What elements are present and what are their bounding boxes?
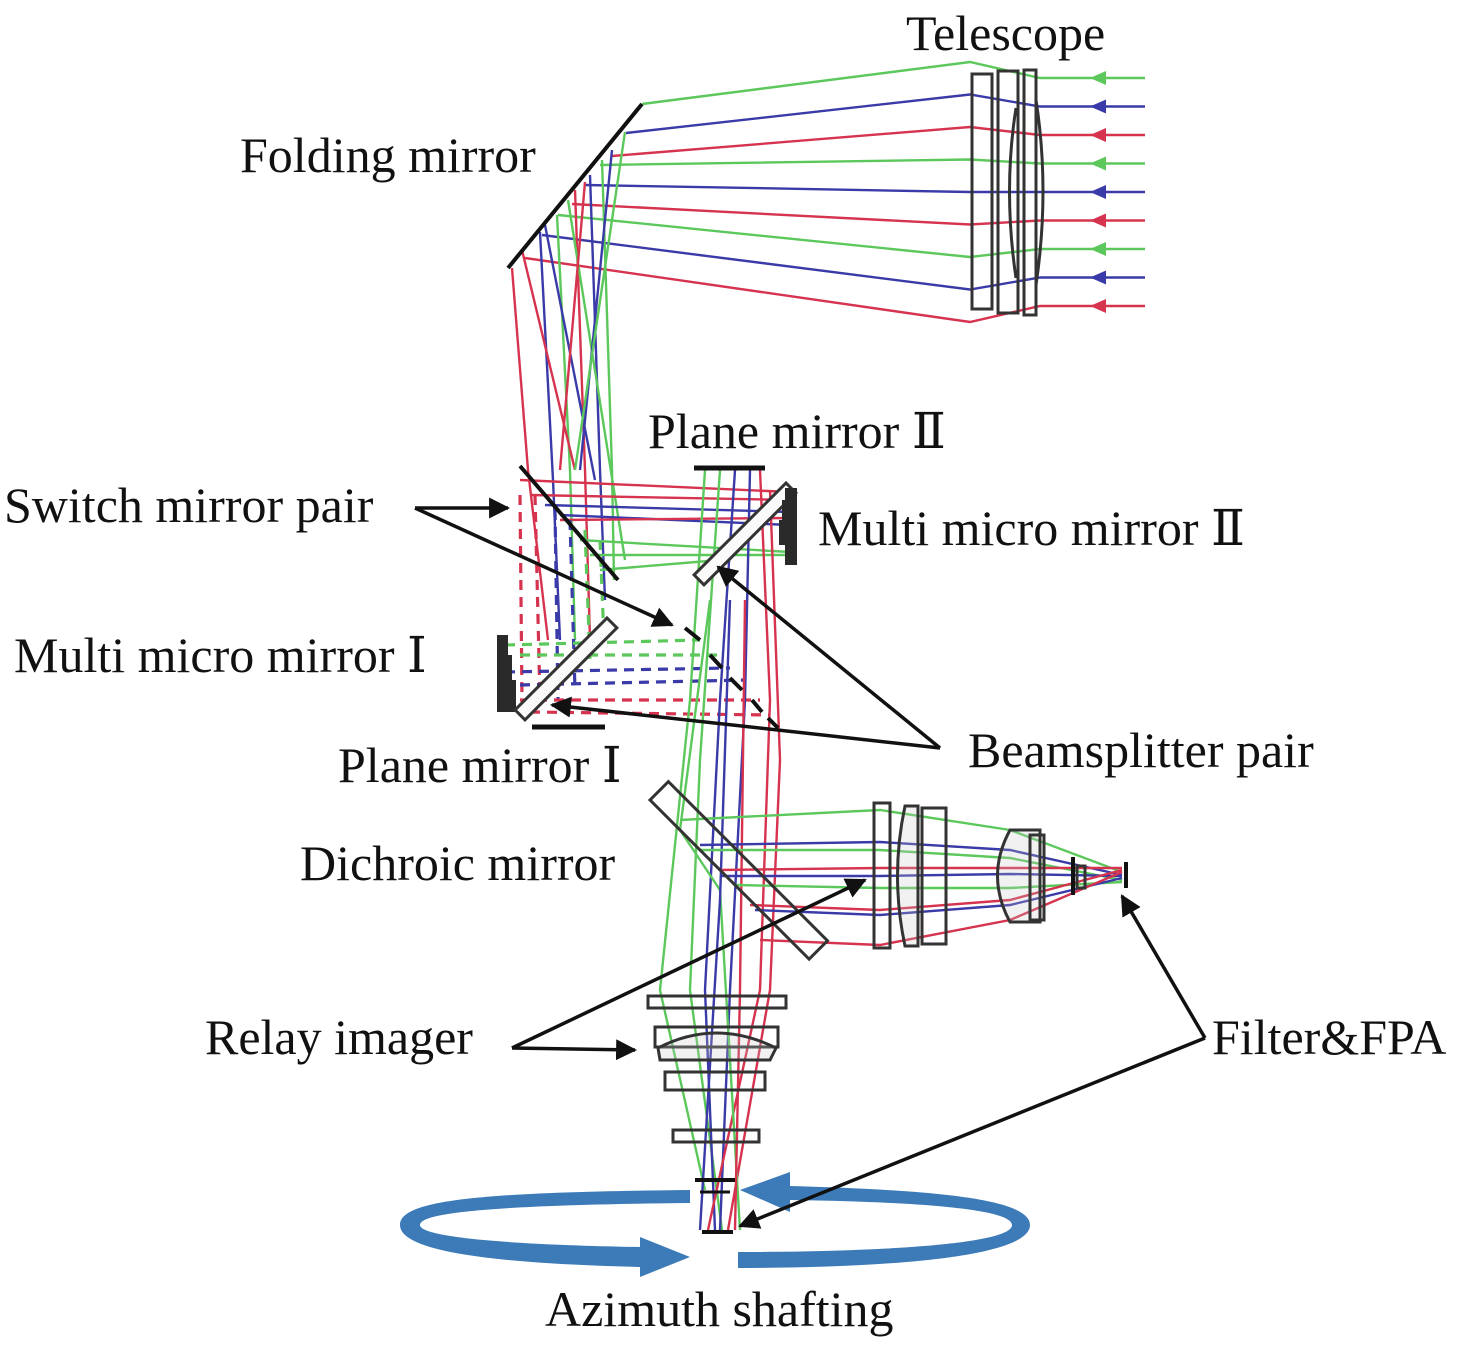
label-switch-mirror-pair: Switch mirror pair bbox=[4, 477, 374, 533]
incoming-ray-green bbox=[599, 158, 1145, 167]
label-folding-mirror: Folding mirror bbox=[240, 127, 536, 183]
folding-mirror bbox=[506, 102, 644, 270]
label-plane-mirror-1: Plane mirror Ⅰ bbox=[338, 737, 622, 793]
ray-arrowhead bbox=[1090, 128, 1106, 142]
beamsplitter-1 bbox=[512, 615, 620, 722]
descending-rays bbox=[510, 131, 627, 641]
incoming-ray-red bbox=[524, 256, 1145, 324]
fpa-branch-lenses bbox=[872, 801, 1128, 950]
incoming-ray-green bbox=[641, 60, 1145, 106]
label-filter-fpa: Filter&FPA bbox=[1212, 1009, 1446, 1065]
incoming-rays bbox=[524, 60, 1145, 324]
relay-imager-lenses bbox=[646, 994, 788, 1234]
label-beamsplitter-pair: Beamsplitter pair bbox=[968, 722, 1314, 778]
upper-horizontal-rays bbox=[519, 478, 791, 572]
incoming-ray-red bbox=[571, 202, 1145, 226]
incoming-ray-blue bbox=[625, 93, 1145, 135]
ray-arrowhead bbox=[1090, 185, 1106, 199]
ray-arrowhead bbox=[1090, 99, 1106, 114]
label-dichroic-mirror: Dichroic mirror bbox=[300, 835, 616, 891]
ray-arrowhead bbox=[1090, 156, 1106, 171]
beamsplitter-2 bbox=[691, 480, 799, 587]
label-multi-micro-mirror-1: Multi micro mirror Ⅰ bbox=[14, 627, 427, 683]
multi-micro-mirror-1 bbox=[497, 635, 516, 712]
switch-mirror-upper bbox=[518, 464, 620, 582]
ray-arrowhead bbox=[1090, 299, 1106, 313]
ray-arrowhead bbox=[1090, 270, 1106, 285]
label-azimuth-shafting: Azimuth shafting bbox=[545, 1281, 894, 1337]
pointers bbox=[414, 497, 1207, 1229]
telescope-lenses bbox=[970, 68, 1045, 317]
label-multi-micro-mirror-2: Multi micro mirror Ⅱ bbox=[818, 500, 1245, 556]
switch-mirror-lower bbox=[683, 626, 780, 730]
dichroic-mirror-plate bbox=[647, 779, 830, 962]
multi-micro-mirror-2 bbox=[779, 488, 797, 565]
ray-arrowhead bbox=[1090, 242, 1106, 256]
incoming-ray-blue bbox=[584, 183, 1145, 194]
ray-arrowhead bbox=[1090, 71, 1106, 85]
label-relay-imager: Relay imager bbox=[205, 1009, 473, 1065]
ray-arrowhead bbox=[1090, 213, 1106, 228]
incoming-ray-red bbox=[611, 125, 1145, 158]
label-plane-mirror-2: Plane mirror Ⅱ bbox=[648, 403, 946, 459]
label-telescope: Telescope bbox=[906, 5, 1105, 61]
